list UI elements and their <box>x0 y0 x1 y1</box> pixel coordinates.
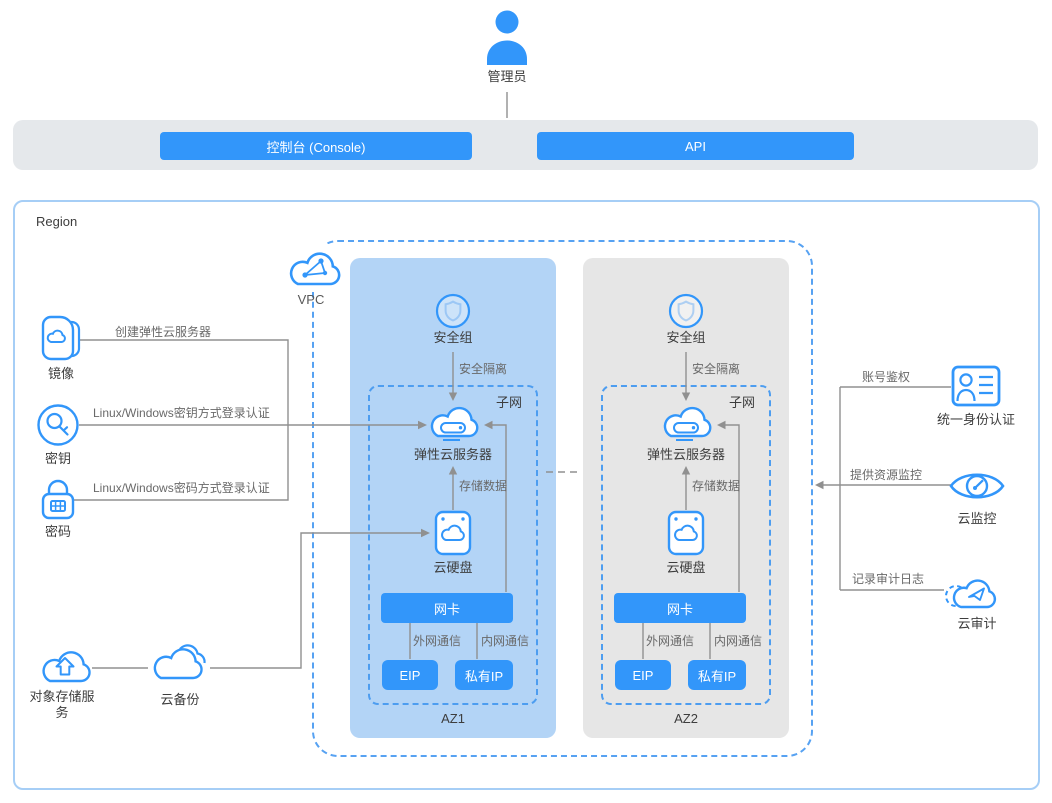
key-pair-icon <box>36 403 80 447</box>
ecs-icon <box>660 402 712 446</box>
password-login-line-label: Linux/Windows密码方式登录认证 <box>93 481 270 495</box>
region-label: Region <box>36 214 78 229</box>
evs-label: 云硬盘 <box>666 560 706 575</box>
az-name-label: AZ1 <box>441 711 465 726</box>
key-pair-label: 密钥 <box>44 451 71 466</box>
administrator-label: 管理员 <box>487 69 527 84</box>
ces-label: 云监控 <box>957 511 997 526</box>
ces-icon <box>948 464 1006 508</box>
ecs-label: 弹性云服务器 <box>646 447 725 462</box>
password-icon <box>38 475 78 521</box>
image-service-label: 镜像 <box>47 366 74 381</box>
az-name-label: AZ2 <box>674 711 698 726</box>
evs-icon <box>434 510 472 556</box>
monitor-line-label: 提供资源监控 <box>850 468 923 482</box>
security-group-label: 安全组 <box>433 330 473 345</box>
iam-label: 统一身份认证 <box>936 412 1015 427</box>
obs-icon <box>38 641 92 687</box>
password-label: 密码 <box>44 524 71 539</box>
isolation-line-label: 安全隔离 <box>692 362 741 376</box>
subnet-label: 子网 <box>728 395 755 410</box>
subnet-label: 子网 <box>495 395 522 410</box>
nic-bar: 网卡 <box>381 593 513 623</box>
store-data-line-label: 存储数据 <box>692 479 741 493</box>
cts-label: 云审计 <box>957 616 997 631</box>
internal-comm-label: 内网通信 <box>714 634 763 648</box>
auth-line-label: 账号鉴权 <box>862 370 911 384</box>
vpc-box <box>312 240 813 757</box>
create-ecs-line-label: 创建弹性云服务器 <box>115 325 212 339</box>
security-group-icon <box>435 293 471 329</box>
cbr-icon <box>148 636 212 686</box>
nic-bar: 网卡 <box>614 593 746 623</box>
store-data-line-label: 存储数据 <box>459 479 508 493</box>
cts-icon <box>942 565 1004 615</box>
security-group-label: 安全组 <box>666 330 706 345</box>
eip-chip: EIP <box>382 660 438 690</box>
az2-content: 安全组 安全隔离 弹性云服务器 存储数据 云硬盘 网卡 外网通信 内网通信 EI… <box>583 258 789 738</box>
private-ip-chip: 私有IP <box>688 660 746 690</box>
obs-label: 对象存储服务 <box>29 689 95 721</box>
external-comm-label: 外网通信 <box>413 634 462 648</box>
ecs-icon <box>427 402 479 446</box>
api-button[interactable]: API <box>537 132 854 160</box>
external-comm-label: 外网通信 <box>646 634 695 648</box>
evs-icon <box>667 510 705 556</box>
eip-chip: EIP <box>615 660 671 690</box>
internal-comm-label: 内网通信 <box>481 634 530 648</box>
administrator-icon <box>479 8 535 66</box>
vpc-icon <box>282 244 341 292</box>
private-ip-chip: 私有IP <box>455 660 513 690</box>
audit-line-label: 记录审计日志 <box>852 572 925 586</box>
iam-icon <box>951 365 1001 407</box>
ecs-label: 弹性云服务器 <box>413 447 492 462</box>
az1-content: 安全组 安全隔离 弹性云服务器 存储数据 云硬盘 网卡 外网通信 内网通信 EI… <box>350 258 556 738</box>
isolation-line-label: 安全隔离 <box>459 362 508 376</box>
evs-label: 云硬盘 <box>433 560 473 575</box>
key-login-line-label: Linux/Windows密钥方式登录认证 <box>93 406 270 420</box>
security-group-icon <box>668 293 704 329</box>
console-button[interactable]: 控制台 (Console) <box>160 132 472 160</box>
cbr-label: 云备份 <box>160 692 200 707</box>
image-service-icon <box>40 313 82 365</box>
vpc-label: VPC <box>297 292 325 307</box>
